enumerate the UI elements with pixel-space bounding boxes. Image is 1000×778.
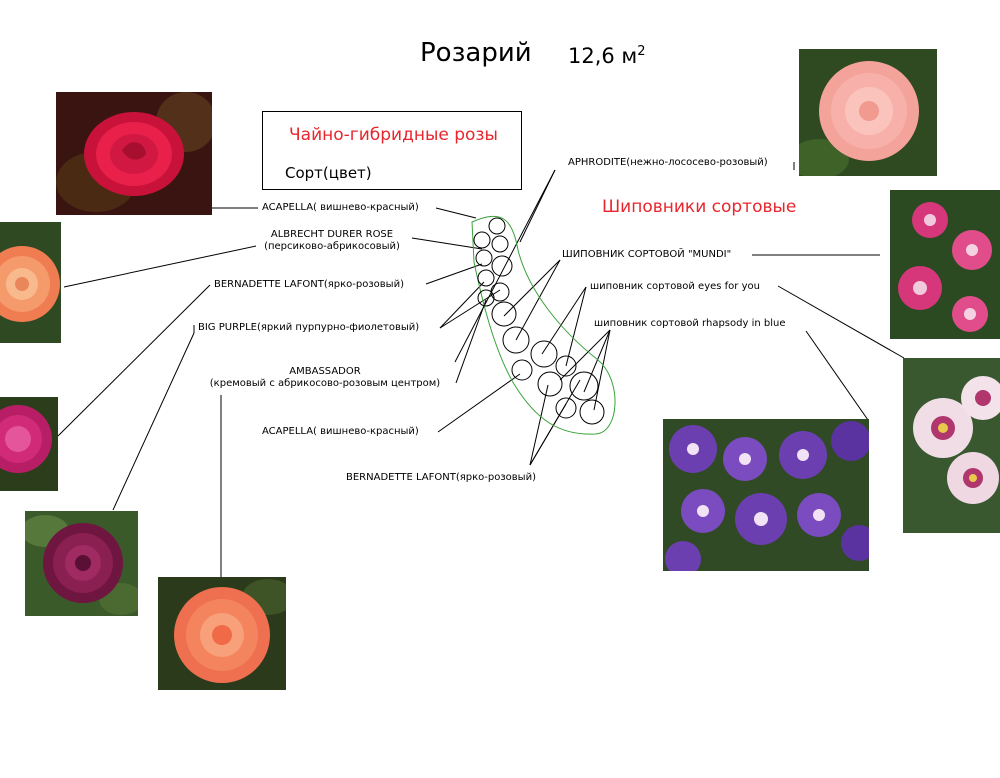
plant-circle (491, 235, 509, 253)
legend-title: Чайно-гибридные розы (289, 125, 498, 145)
area-value: 12,6 м2 (568, 44, 646, 68)
photo-rhapsody (663, 419, 869, 571)
leader-eyes-photo (777, 285, 905, 359)
label-mundi: ШИПОВНИК СОРТОВОЙ "MUNDI" (562, 249, 732, 260)
legend-subtitle: Сорт(цвет) (285, 164, 372, 182)
legend-box: Чайно-гибридные розы Сорт(цвет) (262, 111, 522, 190)
photo-aphrodite (799, 49, 937, 176)
leader-albrecht-photo (63, 245, 257, 288)
photo-albrecht (0, 222, 61, 343)
label-big-purple: BIG PURPLE(яркий пурпурно-фиолетовый) (198, 322, 420, 333)
label-acapella-bottom: ACAPELLA( вишнево-красный) (262, 426, 419, 437)
photo-bernadette (0, 397, 58, 491)
label-ambassador: AMBASSADOR (кремовый с абрикосово-розовы… (209, 366, 441, 389)
label-eyes-for-you: шиповник сортовой eyes for you (590, 281, 760, 292)
plant-circle (555, 355, 577, 377)
plant-circle (530, 340, 558, 368)
plant-circle (555, 397, 577, 419)
photo-acapella (56, 92, 212, 215)
photo-big-purple (25, 511, 138, 616)
bed-outline (471, 215, 616, 435)
label-bernadette-left: BERNADETTE LAFONT(ярко-розовый) (214, 279, 404, 290)
plant-circle (475, 249, 493, 267)
leader-acapella-bottom (437, 373, 521, 433)
plant-circle (579, 399, 605, 425)
plant-circle (473, 231, 491, 249)
leader-bernadette (425, 263, 483, 285)
leader-albrecht (411, 237, 483, 250)
leader-acapella-top (435, 207, 477, 219)
plant-circle (537, 371, 563, 397)
rosehips-heading: Шиповники сортовые (602, 197, 797, 217)
photo-ambassador (158, 577, 286, 690)
label-acapella-top: ACAPELLA( вишнево-красный) (262, 202, 419, 213)
page-title: Розарий (420, 38, 532, 68)
plant-circle (491, 255, 513, 277)
label-aphrodite: APHRODITE(нежно-лососево-розовый) (568, 157, 768, 168)
plant-circle (502, 326, 530, 354)
photo-mundi (890, 190, 1000, 339)
label-albrecht: ALBRECHT DURER ROSE (персиково-абрикосов… (264, 229, 400, 252)
plant-circle (488, 217, 506, 235)
plant-circle (511, 359, 533, 381)
plant-circle (477, 289, 495, 307)
leader-big-purple-photo (112, 332, 195, 511)
label-rhapsody: шиповник сортовой rhapsody in blue (594, 318, 786, 329)
plant-circles (473, 217, 605, 425)
leader-rhapsody-photo (805, 330, 869, 421)
label-bernadette-bottom: BERNADETTE LAFONT(ярко-розовый) (346, 472, 536, 483)
plant-circle (569, 371, 599, 401)
plant-circle (491, 301, 517, 327)
leader-bernadette-photo (57, 284, 211, 437)
photo-eyes-for-you (903, 358, 1000, 533)
plant-circle (477, 269, 495, 287)
